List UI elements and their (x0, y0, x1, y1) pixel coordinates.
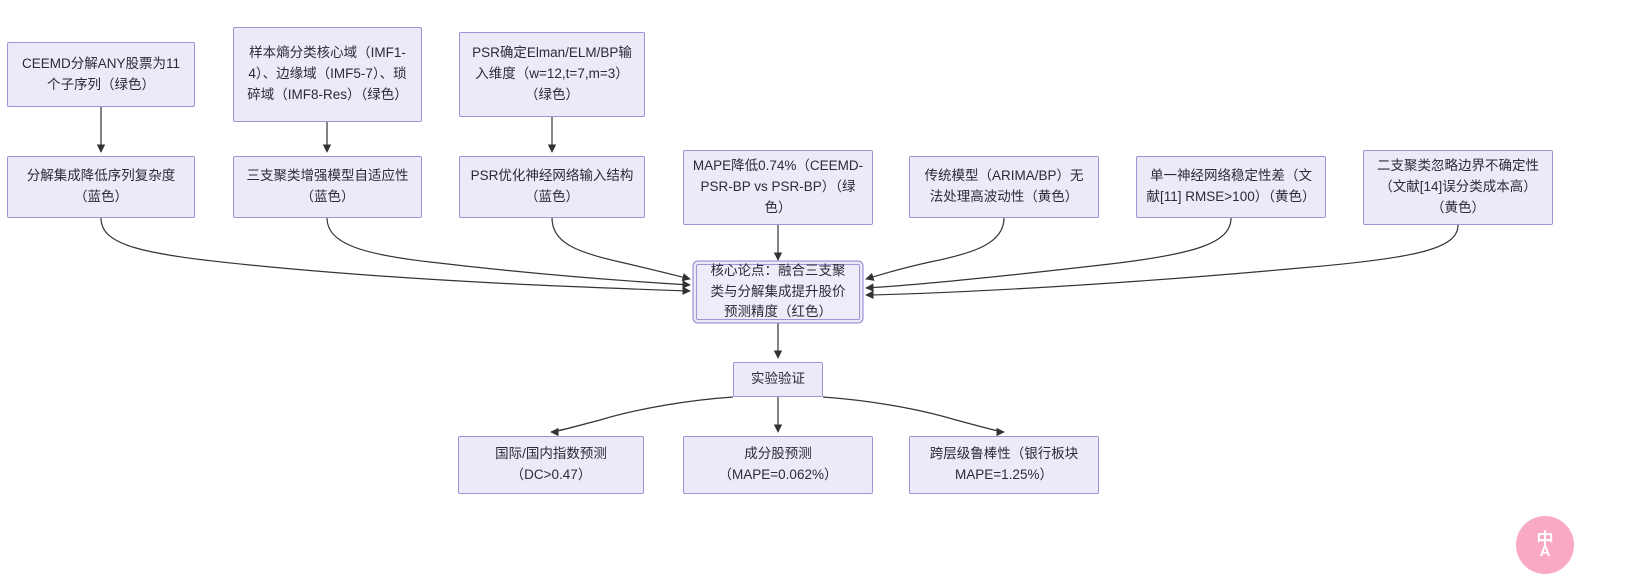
translate-badge[interactable]: 中 A (1516, 516, 1574, 574)
node-ceemd-decomposition[interactable]: CEEMD分解ANY股票为11个子序列（绿色） (7, 42, 195, 107)
node-label: 分解集成降低序列复杂度（蓝色） (26, 168, 176, 204)
badge-glyphs: 中 A (1537, 531, 1554, 559)
node-psr-optimize-network-input[interactable]: PSR优化神经网络输入结构（蓝色） (459, 156, 645, 218)
node-reduce-sequence-complexity[interactable]: 分解集成降低序列复杂度（蓝色） (7, 156, 195, 218)
node-label: CEEMD分解ANY股票为11个子序列（绿色） (21, 55, 181, 92)
edge-exp-r3 (822, 396, 1005, 437)
node-constituent-stock-result[interactable]: 成分股预测（MAPE=0.062%） (683, 436, 873, 494)
node-three-way-clustering-adaptivity[interactable]: 三支聚类增强模型自适应性（蓝色） (233, 156, 422, 218)
edge-n5-core (326, 217, 691, 289)
node-experimental-validation[interactable]: 实验验证 (733, 362, 823, 397)
node-label: 三支聚类增强模型自适应性（蓝色） (246, 168, 409, 204)
node-label: 传统模型（ARIMA/BP）无法处理高波动性（黄色） (924, 168, 1084, 204)
edge-exp-r1 (550, 396, 734, 437)
badge-glyph-latin: A (1539, 543, 1551, 560)
node-label: 跨层级鲁棒性（银行板块MAPE=1.25%） (929, 446, 1079, 482)
node-label: 核心论点：融合三支聚类与分解集成提升股价预测精度（红色） (710, 262, 846, 320)
node-label: PSR确定Elman/ELM/BP输入维度（w=12,t=7,m=3）（绿色） (472, 45, 632, 102)
node-label: 样本熵分类核心域（IMF1-4）、边缘域（IMF5-7）、琐碎域（IMF8-Re… (247, 45, 408, 102)
node-two-way-clustering-limitation[interactable]: 二支聚类忽略边界不确定性（文献[14]误分类成本高）（黄色） (1363, 150, 1553, 225)
node-label: 国际/国内指数预测（DC>0.47） (495, 446, 607, 482)
node-psr-input-dimension[interactable]: PSR确定Elman/ELM/BP输入维度（w=12,t=7,m=3）（绿色） (459, 32, 645, 117)
edge-n10-core (865, 224, 1459, 300)
node-mape-reduction[interactable]: MAPE降低0.74%（CEEMD-PSR-BP vs PSR-BP）（绿色） (683, 150, 873, 225)
node-traditional-model-limitation[interactable]: 传统模型（ARIMA/BP）无法处理高波动性（黄色） (909, 156, 1099, 218)
node-label: 单一神经网络稳定性差（文献[11] RMSE>100）（黄色） (1146, 168, 1316, 204)
edge-n9-core (865, 217, 1232, 292)
node-label: MAPE降低0.74%（CEEMD-PSR-BP vs PSR-BP）（绿色） (692, 158, 864, 215)
node-label: PSR优化神经网络输入结构（蓝色） (470, 168, 634, 204)
edge-n4-core (100, 217, 691, 295)
node-cross-level-robustness-result[interactable]: 跨层级鲁棒性（银行板块MAPE=1.25%） (909, 436, 1099, 494)
node-single-network-instability[interactable]: 单一神经网络稳定性差（文献[11] RMSE>100）（黄色） (1136, 156, 1326, 218)
edge-n6-core (551, 217, 691, 282)
node-label: 成分股预测（MAPE=0.062%） (718, 446, 838, 482)
node-index-prediction-result[interactable]: 国际/国内指数预测（DC>0.47） (458, 436, 644, 494)
badge-glyph-chinese: 中 (1536, 530, 1554, 549)
node-label: 实验验证 (751, 371, 805, 387)
node-label: 二支聚类忽略边界不确定性（文献[14]误分类成本高）（黄色） (1377, 158, 1539, 215)
node-core-argument[interactable]: 核心论点：融合三支聚类与分解集成提升股价预测精度（红色） (696, 263, 860, 320)
edge-n8-core (865, 217, 1005, 281)
node-sample-entropy-classification[interactable]: 样本熵分类核心域（IMF1-4）、边缘域（IMF5-7）、琐碎域（IMF8-Re… (233, 27, 422, 122)
